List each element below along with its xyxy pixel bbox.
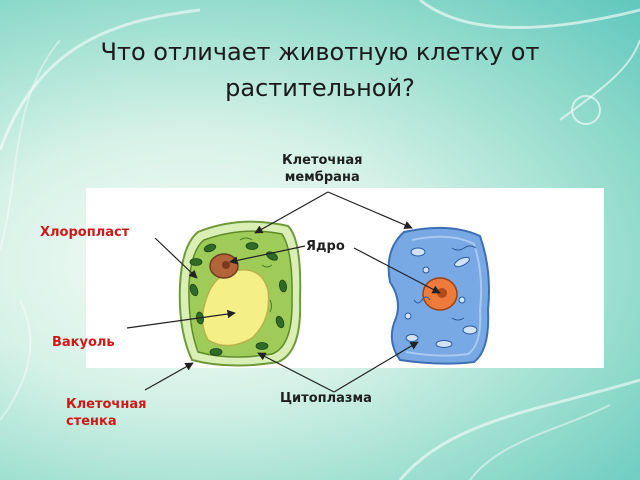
arrow-nucleus-plant bbox=[229, 245, 306, 265]
arrow-vacuole bbox=[126, 309, 236, 329]
chloroplasts bbox=[189, 242, 288, 356]
label-cell-wall-line-1: Клеточная bbox=[66, 397, 147, 412]
plant-nucleolus bbox=[222, 261, 230, 269]
chloroplast bbox=[203, 243, 217, 253]
label-cell-wall-line-2: стенка bbox=[66, 414, 117, 429]
arrow-membrane-animal bbox=[327, 191, 413, 229]
chloroplast bbox=[255, 342, 269, 350]
label-chloroplast: Хлоропласт bbox=[40, 225, 130, 240]
chloroplast bbox=[245, 242, 259, 250]
endoplasmic-reticulum bbox=[413, 245, 477, 321]
label-vacuole: Вакуоль bbox=[52, 335, 115, 350]
arrow-nucleus-animal bbox=[353, 247, 441, 294]
arrow-chloroplast bbox=[154, 237, 198, 279]
label-arrows bbox=[126, 191, 441, 393]
arrow-cytoplasm-animal bbox=[333, 341, 419, 393]
chloroplast bbox=[189, 258, 203, 266]
title-line-1: Что отличает животную клетку от bbox=[100, 38, 540, 66]
slide-title: Что отличает животную клетку от растител… bbox=[40, 34, 600, 106]
animal-cell bbox=[387, 226, 490, 365]
arrow-cell-wall bbox=[144, 362, 194, 391]
label-membrane-line-2: мембрана bbox=[284, 170, 360, 185]
chloroplast bbox=[275, 315, 285, 329]
arrow-cytoplasm-plant bbox=[257, 352, 335, 393]
chloroplast bbox=[209, 348, 223, 356]
chloroplast bbox=[189, 283, 199, 297]
label-membrane: Клеточная мембрана bbox=[282, 152, 362, 186]
label-cell-wall: Клеточная стенка bbox=[66, 396, 146, 430]
animal-nucleolus bbox=[437, 288, 447, 298]
title-line-2: растительной? bbox=[225, 74, 415, 102]
animal-organelles bbox=[404, 247, 478, 348]
arrow-membrane-plant bbox=[254, 191, 329, 234]
label-nucleus: Ядро bbox=[306, 239, 345, 254]
chloroplast bbox=[278, 279, 288, 293]
plant-organelles bbox=[239, 237, 273, 313]
label-membrane-line-1: Клеточная bbox=[282, 153, 363, 168]
plant-cell bbox=[178, 220, 302, 367]
diagram-panel bbox=[86, 188, 604, 368]
label-cytoplasm: Цитоплазма bbox=[280, 391, 372, 406]
